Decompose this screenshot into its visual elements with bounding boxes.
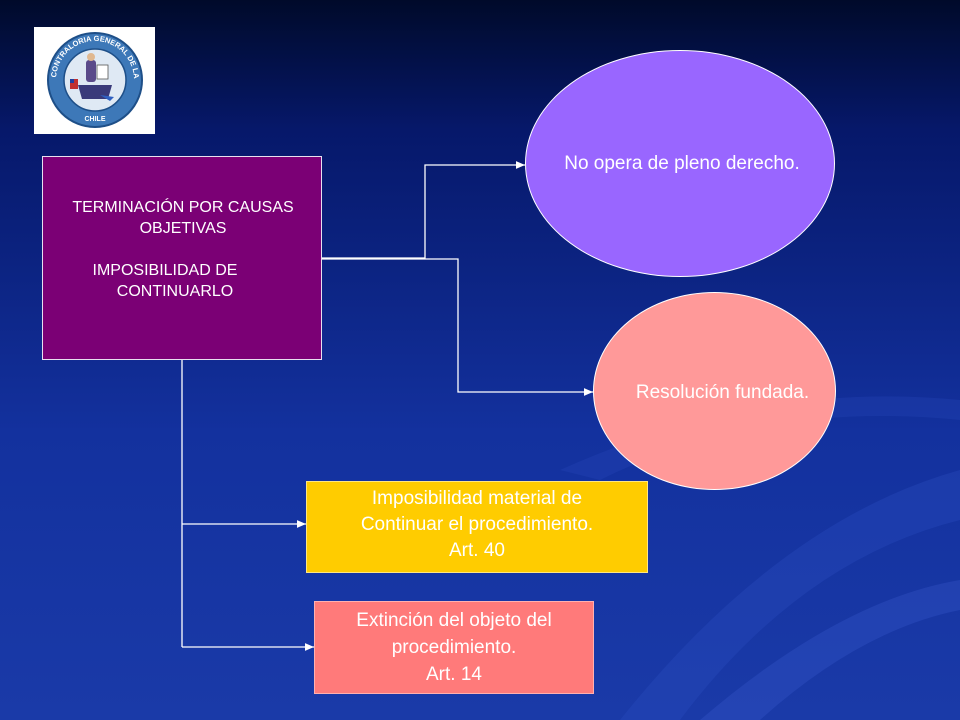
main-box-line-4: CONTINUARLO [116, 283, 234, 300]
connector-to-ellipse-bottom [322, 258, 593, 396]
logo-bottom-text: CHILE [85, 116, 106, 123]
ellipse-resolucion-label: Resolución fundada. [635, 382, 810, 403]
box-red-line-3: Art. 14 [426, 664, 482, 685]
connector-to-ellipse-top [322, 161, 525, 259]
box-yellow-line-1: Imposibilidad material de [371, 488, 583, 509]
ellipse-no-opera: No opera de pleno derecho. [525, 50, 835, 277]
main-box-line-2: OBJETIVAS [139, 220, 227, 237]
main-box-line-1: TERMINACIÓN POR CAUSAS [72, 199, 294, 216]
box-extincion-objeto: Extinción del objeto del procedimiento. … [314, 601, 594, 694]
box-imposibilidad-material: Imposibilidad material de Continuar el p… [306, 481, 648, 573]
main-box-terminacion: TERMINACIÓN POR CAUSAS OBJETIVAS IMPOSIB… [42, 156, 322, 360]
box-red-line-2: procedimiento. [391, 637, 517, 658]
main-box-line-3: IMPOSIBILIDAD DE [92, 262, 238, 279]
ellipse-no-opera-label: No opera de pleno derecho. [564, 152, 800, 174]
box-red-line-1: Extinción del objeto del [356, 610, 552, 631]
box-yellow-line-3: Art. 40 [449, 540, 505, 561]
ellipse-resolucion: Resolución fundada. [593, 292, 836, 490]
contraloria-logo: CONTRALORIA GENERAL DE LA REPUBLICA CHIL… [31, 20, 155, 134]
box-yellow-line-2: Continuar el procedimiento. [360, 514, 594, 535]
